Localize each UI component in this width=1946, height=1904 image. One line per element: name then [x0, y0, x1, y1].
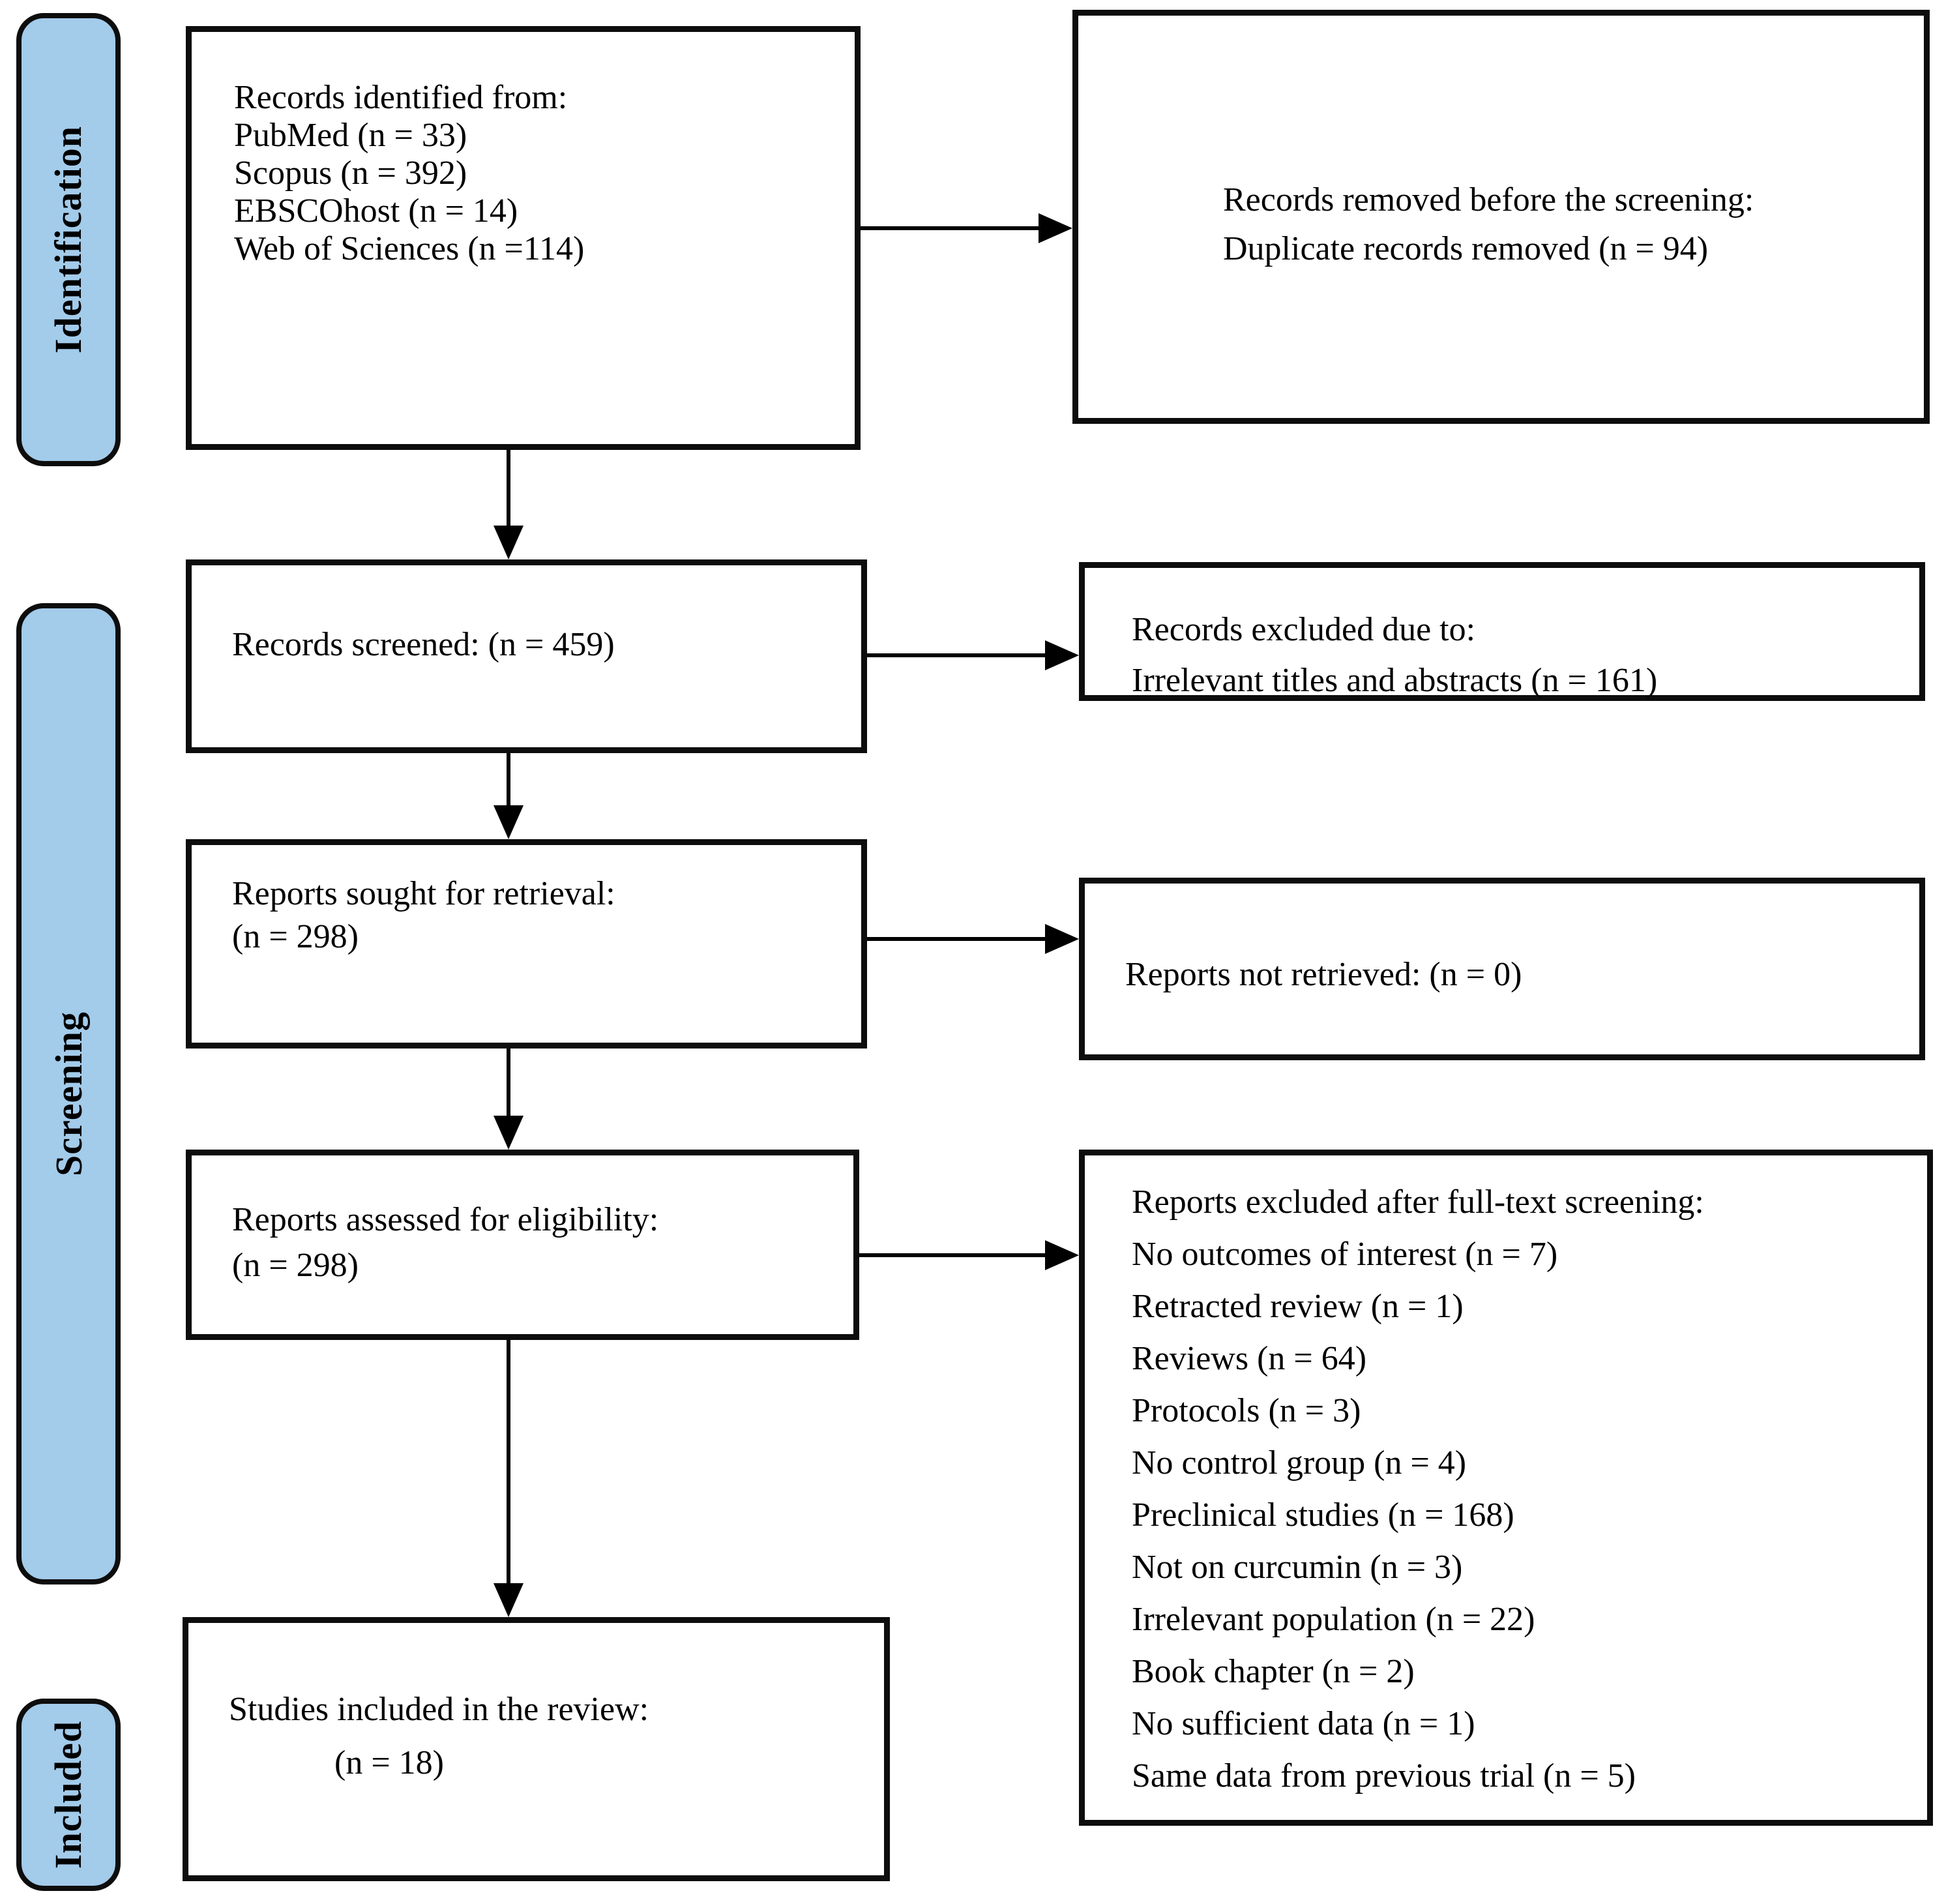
fulltext-excluded-not-curcumin: Not on curcumin (n = 3): [1132, 1549, 1463, 1586]
fulltext-excluded-preclinical: Preclinical studies (n = 168): [1132, 1496, 1514, 1534]
box-reports-sought: Reports sought for retrieval: (n = 298): [186, 839, 867, 1049]
records-excluded-irrelevant: Irrelevant titles and abstracts (n = 161…: [1132, 662, 1658, 699]
fulltext-excluded-protocols: Protocols (n = 3): [1132, 1392, 1361, 1429]
fulltext-excluded-irrelevant-population: Irrelevant population (n = 22): [1132, 1601, 1535, 1638]
fulltext-excluded-heading: Reports excluded after full-text screeni…: [1132, 1183, 1704, 1221]
records-identified-scopus: Scopus (n = 392): [234, 155, 467, 192]
reports-not-retrieved-text: Reports not retrieved: (n = 0): [1125, 956, 1522, 993]
records-identified-ebscohost: EBSCOhost (n = 14): [234, 192, 518, 230]
stage-label-identification-text: Identification: [47, 125, 90, 354]
fulltext-excluded-book-chapter: Book chapter (n = 2): [1132, 1653, 1415, 1690]
fulltext-excluded-same-data: Same data from previous trial (n = 5): [1132, 1757, 1636, 1794]
arrow-head-down-icon: [494, 1583, 523, 1617]
arrow-line: [507, 450, 510, 529]
arrow-line: [861, 226, 1041, 230]
arrow-head-down-icon: [494, 805, 523, 839]
arrow-head-right-icon: [1045, 1240, 1079, 1270]
stage-label-identification: Identification: [16, 13, 121, 466]
box-reports-assessed: Reports assessed for eligibility: (n = 2…: [186, 1150, 859, 1340]
arrow-head-right-icon: [1045, 924, 1079, 954]
stage-label-screening-text: Screening: [47, 1011, 90, 1176]
records-removed-duplicates: Duplicate records removed (n = 94): [1223, 230, 1709, 267]
box-reports-not-retrieved: Reports not retrieved: (n = 0): [1079, 878, 1925, 1060]
box-records-screened: Records screened: (n = 459): [186, 559, 867, 753]
arrow-head-down-icon: [494, 1116, 523, 1150]
box-records-excluded: Records excluded due to: Irrelevant titl…: [1079, 562, 1925, 701]
box-studies-included: Studies included in the review: (n = 18): [183, 1617, 890, 1881]
arrow-line: [507, 1340, 510, 1586]
fulltext-excluded-no-outcomes: No outcomes of interest (n = 7): [1132, 1236, 1558, 1273]
studies-included-heading: Studies included in the review:: [229, 1691, 649, 1728]
studies-included-count: (n = 18): [334, 1744, 444, 1781]
records-identified-heading: Records identified from:: [234, 79, 568, 116]
arrow-head-right-icon: [1039, 213, 1072, 243]
fulltext-excluded-no-control: No control group (n = 4): [1132, 1444, 1467, 1481]
arrow-head-down-icon: [494, 526, 523, 559]
reports-sought-heading: Reports sought for retrieval:: [232, 875, 615, 912]
fulltext-excluded-retracted: Retracted review (n = 1): [1132, 1288, 1464, 1325]
records-removed-heading: Records removed before the screening:: [1223, 181, 1754, 218]
arrow-line: [867, 937, 1048, 941]
records-identified-pubmed: PubMed (n = 33): [234, 117, 467, 154]
arrow-line: [507, 1049, 510, 1118]
fulltext-excluded-no-data: No sufficient data (n = 1): [1132, 1705, 1475, 1742]
arrow-line: [859, 1253, 1048, 1257]
box-reports-excluded-fulltext: Reports excluded after full-text screeni…: [1079, 1150, 1933, 1826]
stage-label-included-text: Included: [47, 1720, 90, 1869]
fulltext-excluded-reviews: Reviews (n = 64): [1132, 1340, 1367, 1377]
box-records-removed: Records removed before the screening: Du…: [1072, 10, 1930, 424]
records-excluded-heading: Records excluded due to:: [1132, 611, 1476, 648]
records-screened-text: Records screened: (n = 459): [232, 626, 615, 663]
reports-assessed-heading: Reports assessed for eligibility:: [232, 1201, 659, 1238]
arrow-line: [507, 753, 510, 808]
arrow-line: [867, 653, 1048, 657]
records-identified-web-of-sciences: Web of Sciences (n =114): [234, 230, 585, 267]
box-records-identified: Records identified from: PubMed (n = 33)…: [186, 26, 861, 450]
reports-sought-count: (n = 298): [232, 918, 359, 955]
stage-label-included: Included: [16, 1699, 121, 1891]
arrow-head-right-icon: [1045, 640, 1079, 670]
reports-assessed-count: (n = 298): [232, 1247, 359, 1284]
stage-label-screening: Screening: [16, 603, 121, 1584]
